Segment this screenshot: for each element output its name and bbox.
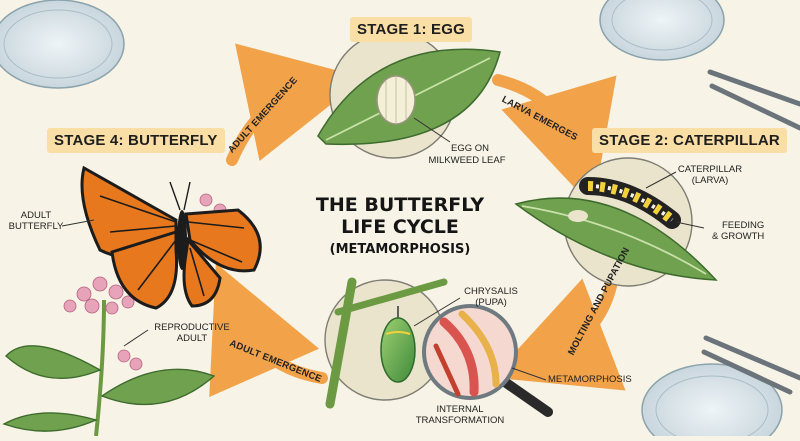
petri-dish-top-left	[0, 0, 125, 89]
reproductive-line-2: ADULT	[176, 333, 208, 344]
petri-dish-top-right	[599, 0, 725, 61]
arrow-adult-emergence-bottom	[209, 263, 328, 398]
caterpillar-annotation-line-1: CATERPILLAR	[677, 164, 743, 175]
adult-butterfly-line-2: BUTTERFLY	[8, 221, 64, 232]
internal-transformation-annotation: INTERNAL TRANSFORMATION	[410, 404, 510, 426]
caterpillar-body	[579, 177, 681, 229]
arrow-adult-emergence-top	[226, 43, 365, 166]
magnifier-inset	[422, 304, 553, 417]
stage-4-butterfly-label: STAGE 4: BUTTERFLY	[47, 128, 225, 153]
feeding-annotation-line-2: & GROWTH	[712, 231, 765, 242]
internal-annotation-line-1: INTERNAL	[436, 404, 484, 415]
diagram-title: THE BUTTERFLY LIFE CYCLE	[300, 194, 500, 238]
chrysalis-annotation: CHRYSALIS (PUPA)	[456, 286, 526, 308]
internal-annotation-line-2: TRANSFORMATION	[415, 415, 505, 426]
egg-annotation-line-2: MILKWEED LEAF	[428, 155, 506, 166]
metamorphosis-annotation: METAMORPHOSIS	[548, 374, 632, 385]
egg-annotation: EGG ON	[440, 143, 500, 154]
cycle-arrows	[209, 43, 626, 398]
caterpillar-illustration	[514, 157, 718, 287]
title-line-2: LIFE CYCLE	[341, 216, 459, 238]
stage-1-egg-label: STAGE 1: EGG	[350, 17, 472, 42]
chrysalis-annotation-line-1: CHRYSALIS	[464, 286, 518, 297]
reproductive-line-1: REPRODUCTIVE	[154, 322, 230, 333]
reproductive-adult-annotation: REPRODUCTIVE ADULT	[150, 322, 234, 344]
feeding-annotation-line-1: FEEDING	[722, 220, 765, 231]
arrow-larva-emerges	[492, 74, 617, 208]
tweezers-top-right	[707, 69, 800, 131]
diagram-subtitle: (METAMORPHOSIS)	[329, 242, 471, 257]
arrow-molting-pupation	[492, 276, 626, 391]
leader-lines	[61, 219, 149, 347]
title-line-1: THE BUTTERFLY	[315, 194, 485, 216]
monarch-butterfly	[80, 165, 262, 310]
feeding-annotation: FEEDING & GROWTH	[712, 220, 792, 242]
petri-dish-bottom-right	[641, 363, 783, 441]
tweezers-bottom-right	[701, 335, 800, 395]
adult-butterfly-line-1: ADULT	[20, 210, 52, 221]
egg-annotation-line-1: EGG ON	[450, 143, 489, 154]
adult-butterfly-annotation: ADULT BUTTERFLY	[6, 210, 66, 232]
caterpillar-annotation: CATERPILLAR (LARVA)	[670, 164, 750, 186]
egg-illustration	[317, 31, 501, 159]
chrysalis-annotation-line-2: (PUPA)	[475, 297, 507, 308]
milkweed-plant	[2, 193, 227, 437]
chrysalis-illustration	[324, 277, 461, 409]
stage-2-caterpillar-label: STAGE 2: CATERPILLAR	[592, 128, 787, 153]
caterpillar-annotation-line-2: (LARVA)	[691, 175, 729, 186]
